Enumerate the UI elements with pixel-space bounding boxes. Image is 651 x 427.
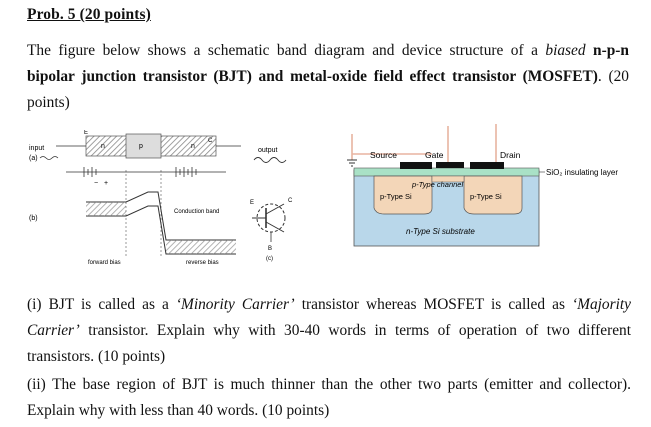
intro-text-2 (586, 42, 593, 59)
mosfet-structure-figure: Source Gate Drain SiO₂ insulating layer … (347, 124, 618, 247)
terminal-C: C (288, 198, 293, 204)
q1-text-a: (i) BJT is called as a (27, 296, 176, 313)
label-sio2: SiO₂ insulating layer (546, 168, 618, 177)
label-substrate: n-Type Si substrate (406, 227, 475, 236)
bjt-base-region (125, 133, 162, 159)
label-input: input (29, 145, 44, 152)
p-region-left (373, 175, 433, 215)
label-source: Source (370, 150, 397, 160)
sio2-layer (353, 167, 540, 177)
region-n-left: n (101, 143, 105, 150)
label-gate: Gate (425, 150, 444, 160)
intro-text-1: The figure below shows a schematic band … (27, 42, 546, 59)
label-a: (a) (29, 155, 38, 162)
q1-text-c: transistor. Explain why with 30-40 words… (27, 322, 631, 365)
terminal-E: E (250, 200, 254, 206)
terminal-B: B (268, 246, 272, 252)
label-output: output (258, 147, 278, 154)
forward-battery-icon (83, 167, 97, 177)
q1-text-b: transistor whereas MOSFET is called as (294, 296, 572, 313)
question-1: (i) BJT is called as a ‘Minority Carrier… (27, 292, 631, 370)
label-ptype-right: p-Type Si (470, 192, 502, 201)
q1-majority: ‘Majority Carrier’ (27, 296, 631, 339)
terminal-E-top: E (84, 130, 88, 136)
problem-title: Prob. 5 (20 points) (27, 6, 151, 23)
drain-contact (470, 162, 504, 169)
label-b: (b) (29, 215, 38, 222)
label-drain: Drain (500, 150, 521, 160)
question-2: (ii) The base region of BJT is much thin… (27, 376, 631, 419)
intro-biased: biased (545, 42, 586, 59)
problem-intro: The figure below shows a schematic band … (27, 38, 629, 116)
terminal-C-top: C (208, 138, 213, 144)
label-conduction: Conduction band (174, 209, 219, 215)
label-reverse-bias: reverse bias (186, 260, 219, 266)
region-p: p (139, 143, 143, 150)
region-n-right: n (191, 143, 195, 150)
p-channel (431, 175, 465, 183)
label-ptype-left: p-Type Si (380, 192, 412, 201)
output-signal-icon (253, 157, 287, 163)
p-region-right (463, 175, 523, 215)
plus-sign: + (104, 180, 108, 187)
intro-bold: n-p-n bipolar junction transistor (BJT) … (27, 42, 629, 85)
gate-contact (436, 162, 464, 168)
reverse-battery-icon (175, 167, 197, 177)
minus-sign: − (94, 180, 98, 187)
input-signal-icon (39, 156, 59, 160)
q1-minority: ‘Minority Carrier’ (175, 296, 295, 313)
source-contact (400, 162, 432, 169)
label-channel: p-Type channel (411, 180, 463, 189)
intro-text-3: . (20 points) (27, 68, 629, 111)
bjt-band-diagram-figure: input (a) n p n E C output + − (b) Condu… (29, 130, 293, 266)
label-forward-bias: forward bias (88, 260, 121, 266)
label-c: (c) (266, 256, 273, 262)
